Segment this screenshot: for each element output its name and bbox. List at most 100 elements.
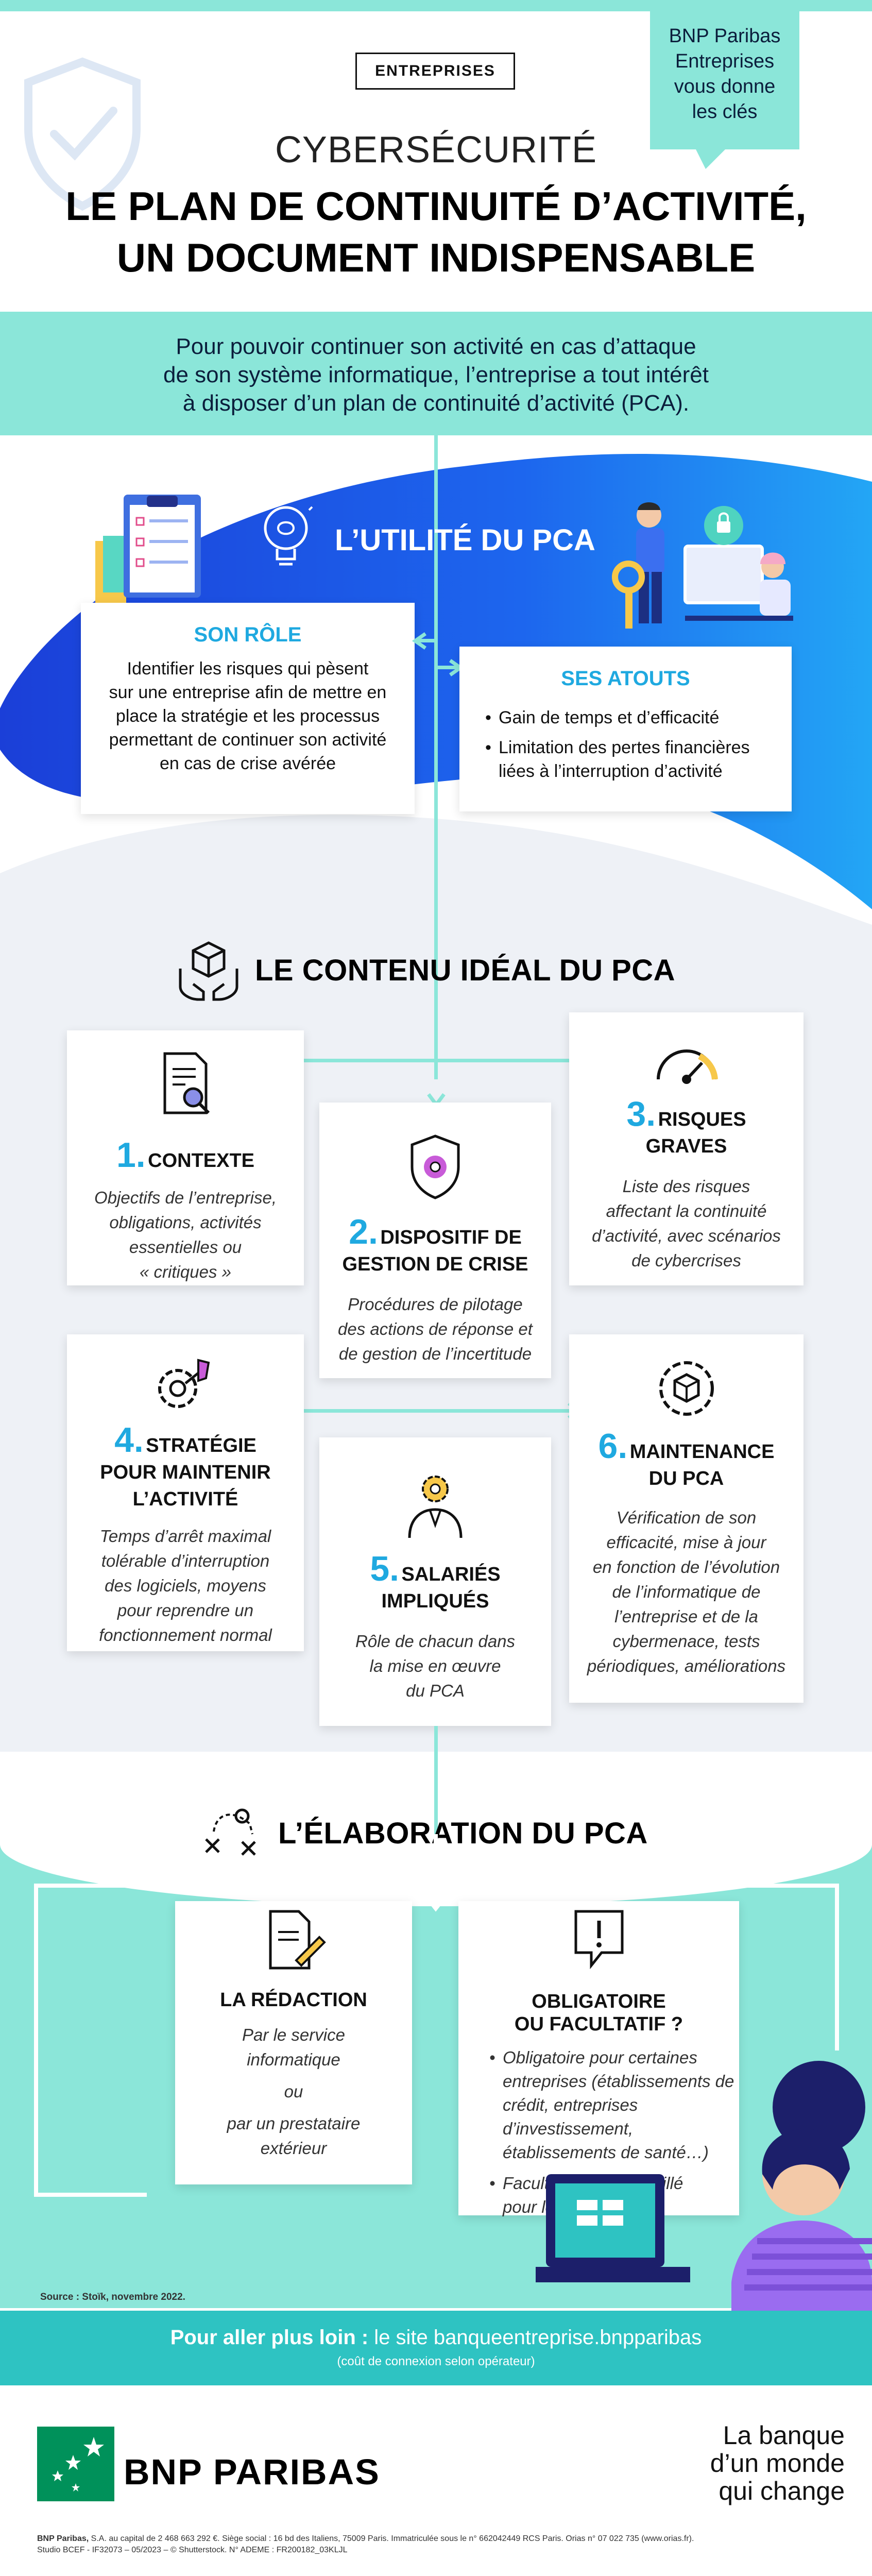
utilite-heading: L’UTILITÉ DU PCA: [335, 523, 595, 557]
cta-link[interactable]: le site banqueentreprise.bnpparibas: [368, 2326, 702, 2349]
card-desc-line: de l’informatique de: [612, 1582, 761, 1601]
card-title: DU PCA: [648, 1468, 724, 1489]
card-number: 4.: [114, 1420, 144, 1460]
bubble-line: Entreprises: [675, 50, 775, 72]
brand-name: BNP PARIBAS: [124, 2452, 380, 2492]
woman-laptop-illustration: [536, 2061, 872, 2313]
redaction-line: ou: [284, 2082, 303, 2101]
card-desc-line: en fonction de l’évolution: [592, 1557, 780, 1577]
card-title: MAINTENANCE: [629, 1441, 775, 1463]
elaboration-heading: L’ÉLABORATION DU PCA: [278, 1817, 648, 1850]
role-line: place la stratégie et les processus: [115, 706, 380, 726]
row1-connector: [288, 1059, 577, 1062]
card-number: 5.: [370, 1549, 400, 1588]
card-desc-line: de gestion de l’incertitude: [338, 1344, 532, 1363]
gauge-icon: [656, 1049, 718, 1084]
document-search-icon: [163, 1052, 210, 1114]
row2-connector: [286, 1409, 579, 1413]
team-security-illustration: [612, 502, 793, 629]
legal-lead: BNP Paribas,: [37, 2534, 89, 2543]
obligatoire-title: OBLIGATOIRE: [532, 1991, 666, 2012]
card-title: GESTION DE CRISE: [342, 1253, 528, 1275]
card-desc-line: efficacité, mise à jour: [606, 1533, 766, 1552]
role-title: SON RÔLE: [194, 623, 302, 646]
obligatoire-item: Obligatoire pour certaines entreprises (…: [489, 2046, 739, 2164]
card-number: 2.: [349, 1212, 378, 1251]
obligatoire-title: OU FACULTATIF ?: [514, 2013, 683, 2035]
redaction-line: par un prestataire: [227, 2114, 361, 2133]
card-desc-line: fonctionnement normal: [99, 1625, 272, 1645]
gear-rocket-icon: [158, 1359, 210, 1408]
redaction-line: informatique: [247, 2050, 340, 2069]
clipboard-icon: [95, 495, 201, 603]
role-connector: [415, 639, 435, 642]
intro-line: de son système informatique, l’entrepris…: [163, 362, 709, 387]
obligatoire-card: OBLIGATOIRE OU FACULTATIF ? Obligatoire …: [458, 1901, 739, 2216]
atouts-title: SES ATOUTS: [561, 667, 690, 690]
bubble-tail: [695, 148, 726, 169]
intro-line: Pour pouvoir continuer son activité en c…: [176, 334, 696, 359]
role-line: en cas de crise avérée: [159, 754, 336, 773]
card-number: 6.: [598, 1427, 628, 1466]
obligatoire-list: Obligatoire pour certaines entreprises (…: [489, 2046, 739, 2219]
contenu-card-6: 6. MAINTENANCE DU PCA Vérification de son…: [569, 1334, 803, 1703]
card-desc-line: cybermenace, tests: [612, 1632, 760, 1651]
card-desc-line: tolérable d’interruption: [101, 1551, 270, 1570]
card-desc-line: Vérification de son: [616, 1508, 757, 1527]
card-number: 3.: [626, 1094, 656, 1133]
contenu-heading: LE CONTENU IDÉAL DU PCA: [255, 954, 676, 987]
card-desc-line: l’entreprise et de la: [614, 1607, 758, 1626]
card-desc-line: Liste des risques: [622, 1177, 750, 1196]
elaboration-connector: [34, 1834, 839, 2197]
intro-line: à disposer d’un plan de continuité d’act…: [182, 391, 690, 416]
card-desc-line: du PCA: [406, 1681, 465, 1700]
top-strip: [0, 0, 872, 11]
redaction-card: LA RÉDACTION Par le service informatique…: [175, 1901, 412, 2184]
slogan: La banque d’un monde qui change: [706, 2421, 845, 2505]
legal-line: Studio BCEF - IF32073 – 05/2023 – © Shut…: [37, 2546, 348, 2554]
card-desc-line: d’activité, avec scénarios: [592, 1226, 781, 1245]
card-desc-line: des actions de réponse et: [338, 1319, 533, 1338]
legal-text: BNP Paribas, S.A. au capital de 2 468 66…: [37, 2533, 841, 2556]
entreprises-tag: ENTREPRISES: [355, 53, 515, 90]
card-desc-line: « critiques »: [140, 1262, 231, 1281]
card-title: GRAVES: [645, 1136, 727, 1157]
card-desc-line: affectant la continuité: [606, 1201, 767, 1221]
atouts-connector: [437, 666, 463, 669]
bubble-line: les clés: [692, 101, 758, 123]
card-title: STRATÉGIE: [146, 1435, 257, 1456]
card-desc-line: Temps d’arrêt maximal: [99, 1527, 271, 1546]
card-desc-line: périodiques, améliorations: [587, 1656, 786, 1675]
shield-check-icon: [24, 57, 141, 211]
alert-icon: [574, 1910, 623, 1970]
redaction-line: extérieur: [260, 2139, 327, 2158]
card-desc-line: obligations, activités: [109, 1213, 262, 1232]
title-line: UN DOCUMENT INDISPENSABLE: [116, 235, 756, 280]
card-number: 1.: [116, 1136, 146, 1175]
card-desc-line: pour reprendre un: [117, 1601, 254, 1620]
card-title: SALARIÉS: [401, 1564, 501, 1585]
center-connector: [434, 435, 438, 1079]
gear-cube-icon: [659, 1361, 714, 1416]
contenu-card-5: 5. SALARIÉS IMPLIQUÉS Rôle de chacun dans…: [319, 1437, 551, 1726]
atouts-card: SES ATOUTS Gain de temps et d’efficacité…: [459, 647, 792, 811]
document-pen-icon: [269, 1910, 326, 1970]
card-desc-line: Rôle de chacun dans: [355, 1632, 516, 1651]
cta-sub: (coût de connexion selon opérateur): [337, 2354, 535, 2368]
card-title: CONTEXTE: [148, 1150, 255, 1172]
slogan-line: La banque: [723, 2421, 845, 2450]
slogan-line: d’un monde: [710, 2449, 845, 2478]
role-line: Identifier les risques qui pèsent: [127, 659, 369, 679]
slogan-line: qui change: [719, 2477, 845, 2505]
person-gear-icon: [408, 1476, 463, 1538]
cta-lead: Pour aller plus loin :: [170, 2326, 369, 2349]
card-desc-line: essentielles ou: [129, 1238, 242, 1257]
lightbulb-brain-icon: [259, 500, 313, 566]
bubble-line: BNP Paribas: [669, 25, 781, 47]
card-title: IMPLIQUÉS: [381, 1590, 489, 1612]
card-desc-line: Procédures de pilotage: [348, 1295, 523, 1314]
